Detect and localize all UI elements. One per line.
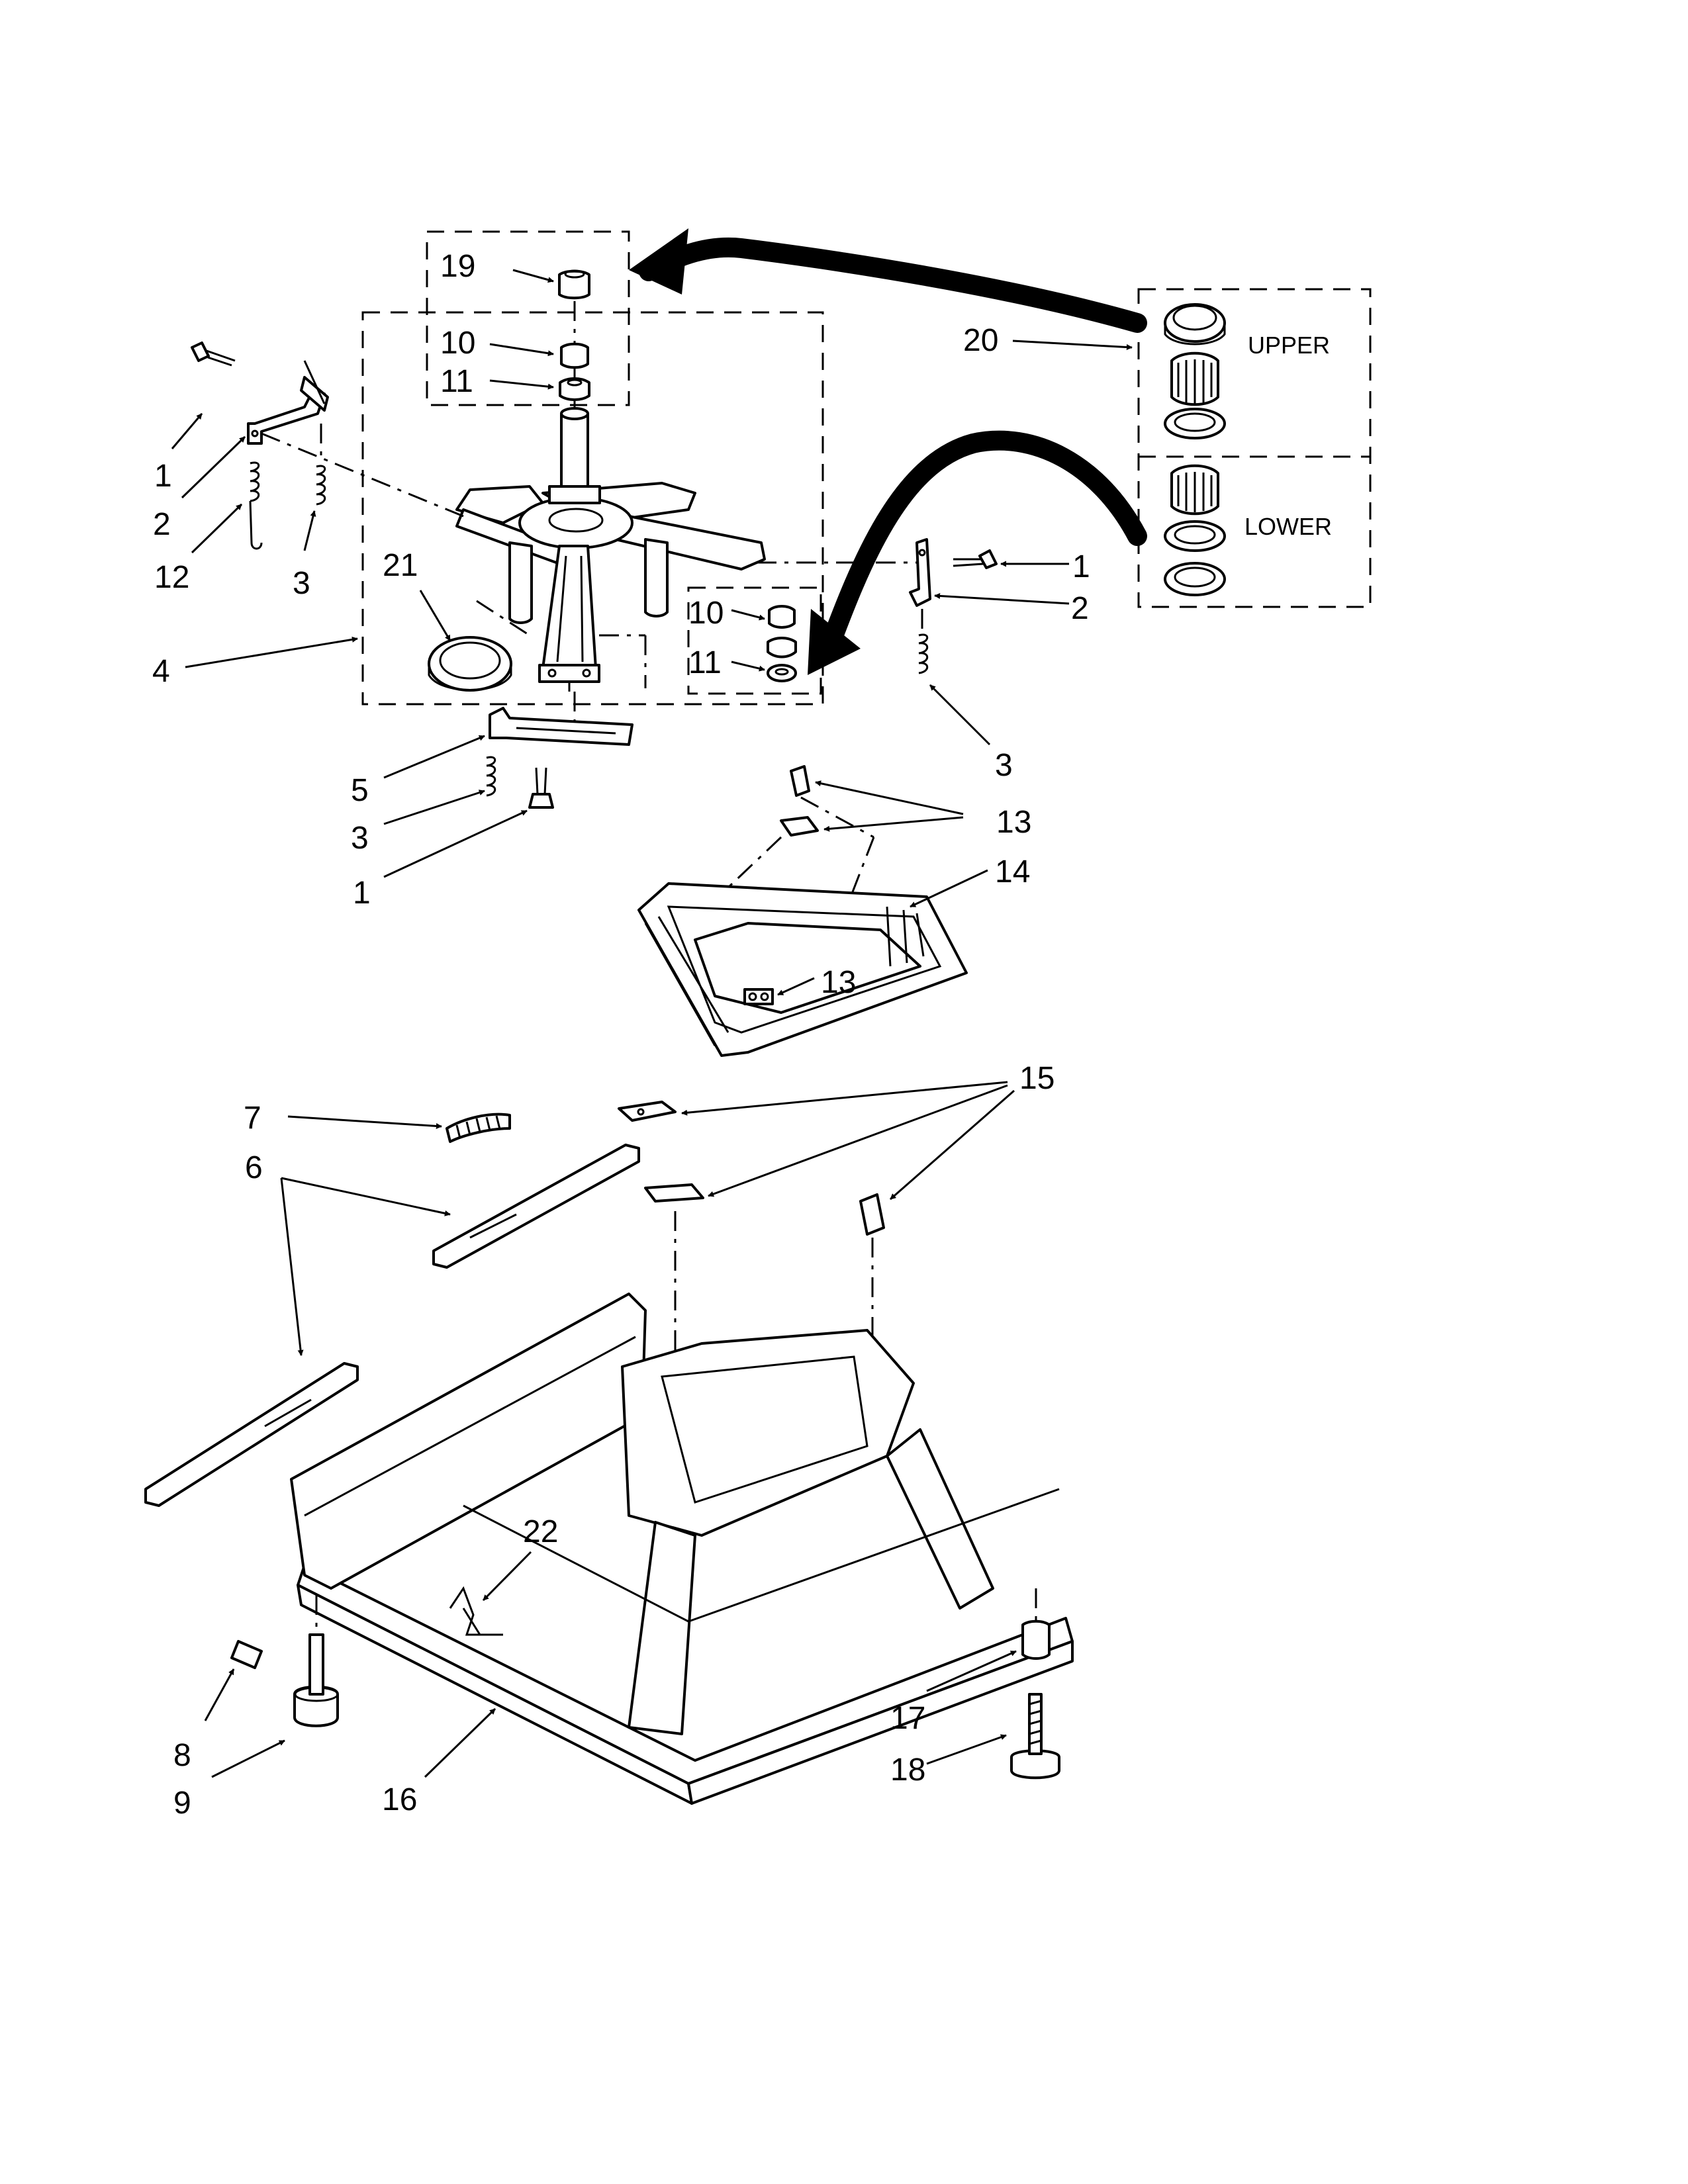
upper-kit-arrow <box>629 228 1147 333</box>
callout-19: 19 <box>440 249 475 284</box>
callout-3-right: 3 <box>995 748 1013 783</box>
callout-5: 5 <box>351 773 369 808</box>
leveling-foot-part-18 <box>1010 1693 1060 1780</box>
suspension-assembly <box>455 407 766 692</box>
bushing-part-10-lower <box>768 605 796 629</box>
lower-kit-label: LOWER <box>1244 513 1332 540</box>
callout-10-upper: 10 <box>440 326 475 361</box>
callout-9: 9 <box>173 1786 191 1821</box>
callout-16: 16 <box>382 1782 417 1817</box>
callout-1-center: 1 <box>353 876 371 911</box>
bracket-part-2-right <box>909 538 931 607</box>
bracket-part-2-left <box>247 376 329 445</box>
callout-18: 18 <box>890 1752 925 1788</box>
callout-15: 15 <box>1019 1061 1055 1096</box>
upper-bearing-kit <box>1164 303 1226 439</box>
callout-3-left: 3 <box>293 566 310 601</box>
pad-part-15-middle <box>644 1183 704 1203</box>
callout-22: 22 <box>523 1514 558 1549</box>
spring-part-7 <box>445 1113 511 1143</box>
box-bearing-kit <box>1137 288 1372 608</box>
callout-7: 7 <box>244 1101 261 1136</box>
bolt-part-1-center <box>528 767 554 809</box>
callout-2-left: 2 <box>153 507 171 542</box>
callout-6: 6 <box>245 1150 263 1185</box>
lower-bearing-kit <box>1164 464 1226 596</box>
spring-part-3-right <box>918 633 929 674</box>
pad-part-15-right <box>859 1193 885 1236</box>
callout-1-right: 1 <box>1072 549 1090 584</box>
base-frame-part-16 <box>290 1293 1074 1805</box>
callout-leaders <box>171 269 1133 1778</box>
foot-part-9 <box>293 1633 339 1727</box>
lower-kit-arrow <box>808 430 1147 675</box>
pad-part-13-bottom <box>743 988 774 1005</box>
callout-1-left: 1 <box>154 459 172 494</box>
callout-2-right: 2 <box>1071 591 1089 626</box>
callout-8: 8 <box>173 1738 191 1773</box>
callout-11-upper: 11 <box>440 364 473 399</box>
spacer-part-17 <box>1021 1619 1051 1660</box>
upper-kit-label: UPPER <box>1248 332 1330 359</box>
pad-part-13-middle <box>780 816 819 837</box>
callout-3-center: 3 <box>351 821 369 856</box>
spring-part-3-left <box>316 465 326 506</box>
callout-14: 14 <box>995 854 1030 889</box>
callout-20: 20 <box>963 323 998 358</box>
callout-17: 17 <box>890 1701 925 1736</box>
rail-part-6-lower <box>144 1362 359 1507</box>
spring-part-12 <box>249 461 263 550</box>
callout-13-top: 13 <box>996 805 1031 840</box>
callout-4: 4 <box>152 654 170 689</box>
pad-part-13-top <box>790 765 810 797</box>
spring-part-3-center <box>486 756 496 797</box>
box-suspension-assembly <box>361 311 824 705</box>
bushing-part-10-upper <box>560 342 589 369</box>
bushing-part-19 <box>558 269 590 300</box>
damper-ring-21 <box>428 636 512 692</box>
callout-12: 12 <box>154 560 189 595</box>
bolt-part-1-right <box>953 549 998 569</box>
callout-10-lower: 10 <box>688 596 724 631</box>
bolt-part-1-left <box>191 341 236 367</box>
callout-21: 21 <box>383 548 418 583</box>
callout-11-lower: 11 <box>688 645 722 680</box>
bushing-part-11-upper <box>559 377 590 401</box>
cradle-part-14 <box>637 882 968 1057</box>
bushing-part-11-lower <box>767 637 797 682</box>
clip-part-22 <box>449 1586 503 1636</box>
bracket-part-5 <box>489 707 633 746</box>
callout-13-bottom: 13 <box>821 965 856 1000</box>
box-lower-bushing-group <box>687 586 822 695</box>
box-upper-bushing-group <box>426 230 630 406</box>
rail-part-6-upper <box>432 1144 640 1269</box>
pad-part-15-top <box>618 1101 677 1122</box>
cap-part-8 <box>230 1640 263 1669</box>
